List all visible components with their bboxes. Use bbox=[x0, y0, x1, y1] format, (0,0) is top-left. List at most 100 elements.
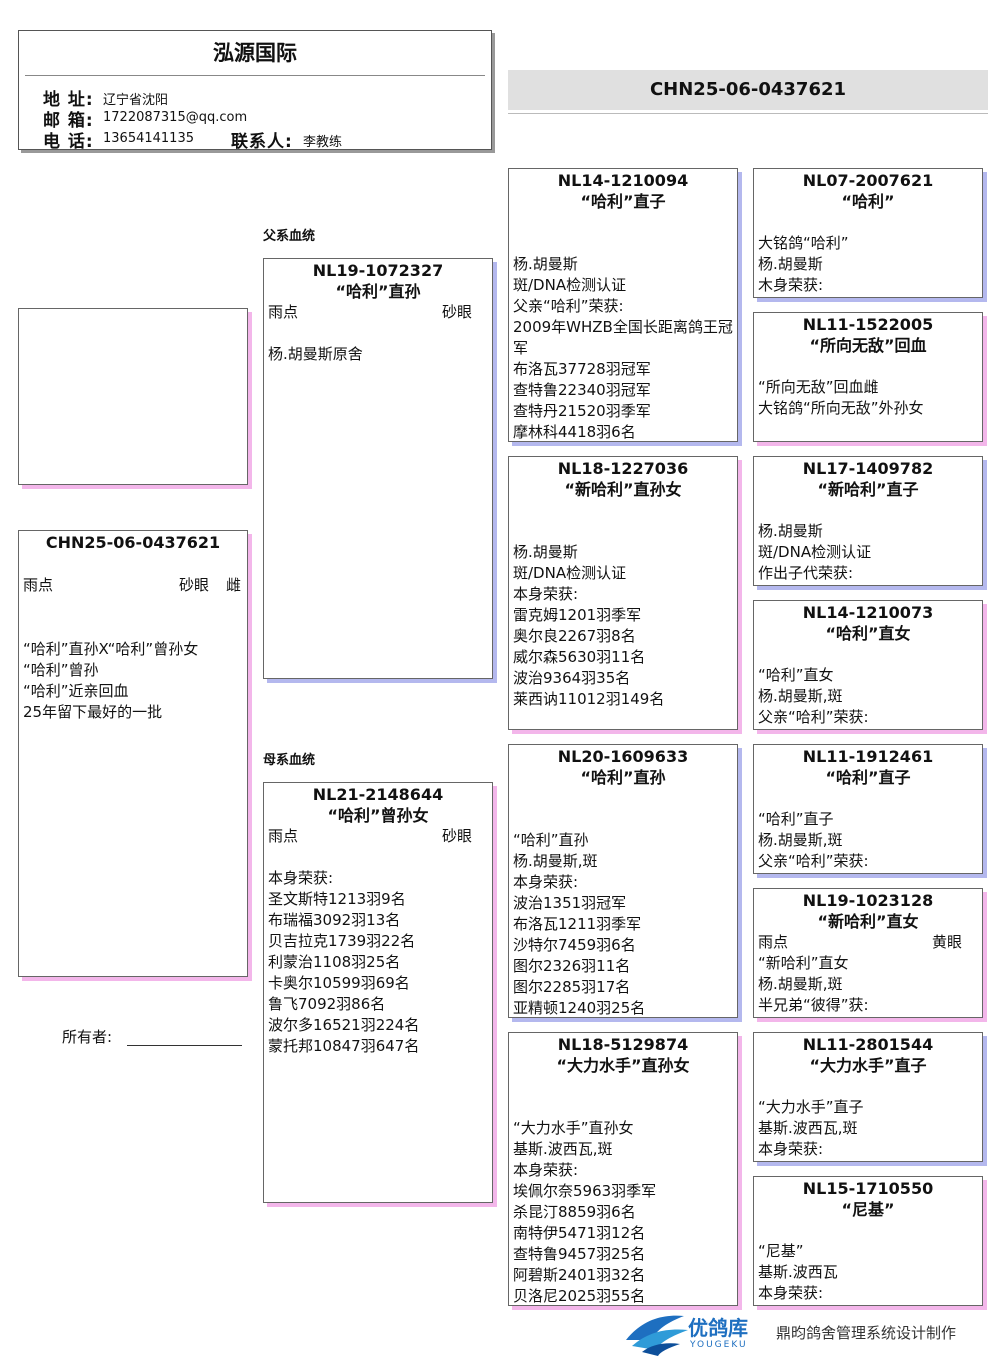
text-line bbox=[513, 788, 733, 809]
text-line: 雷克姆1201羽季军 bbox=[513, 606, 642, 624]
attributes-row: 雨点 黄眼 bbox=[758, 932, 978, 953]
ring-number: NL21-2148644 bbox=[312, 785, 444, 804]
text-line: 图尔2285羽17名 bbox=[513, 978, 631, 996]
ggp-sds-card: NL17-1409782 “新哈利”直子 杨.胡曼斯斑/DNA检测认证作出子代荣… bbox=[753, 456, 983, 586]
ggp-dss-card: NL11-1912461 “哈利”直子 “哈利”直子杨.胡曼斯,斑父亲“哈利”荣… bbox=[753, 744, 983, 874]
dam-notes: 本身荣获:圣文斯特1213羽9名布瑞福3092羽13名贝吉拉克1739羽22名利… bbox=[268, 847, 488, 1057]
eye-value: 黄眼 bbox=[932, 933, 963, 951]
text-line: 威尔森5630羽11名 bbox=[513, 648, 646, 666]
text-line: 杀昆汀8859羽6名 bbox=[513, 1203, 636, 1221]
text-line: 杨.胡曼斯 bbox=[758, 522, 823, 540]
text-line bbox=[758, 644, 978, 665]
text-line: “哈利”近亲回血 bbox=[23, 682, 129, 700]
ring-number: NL11-1522005 bbox=[802, 315, 934, 334]
text-line bbox=[758, 788, 978, 809]
text-line: 贝洛尼2025羽55名 bbox=[513, 1287, 646, 1305]
ring-number-banner: CHN25-06-0437621 bbox=[508, 70, 988, 110]
text-line bbox=[513, 500, 733, 521]
attributes-row: 雨点 砂眼 bbox=[268, 826, 488, 847]
pigeon-name: “新哈利”直子 bbox=[817, 480, 919, 499]
text-line: 父亲“哈利”荣获: bbox=[758, 708, 869, 726]
sire-dam-notes: 杨.胡曼斯斑/DNA检测认证本身荣获:雷克姆1201羽季军奥尔良2267羽8名威… bbox=[513, 500, 733, 710]
pigeon-name: “大力水手”直孙女 bbox=[556, 1056, 690, 1075]
contact-label: 联系人: bbox=[231, 132, 293, 152]
sire-sire-notes: 杨.胡曼斯斑/DNA检测认证父亲“哈利”荣获:2009年WHZB全国长距离鸽王冠… bbox=[513, 212, 733, 441]
text-line: 斑/DNA检测认证 bbox=[513, 276, 627, 294]
pigeon-wing-icon bbox=[626, 1315, 688, 1356]
sire-sire-card: NL14-1210094 “哈利”直子 杨.胡曼斯斑/DNA检测认证父亲“哈利”… bbox=[508, 168, 738, 442]
text-line: 布瑞福3092羽13名 bbox=[268, 911, 401, 929]
system-credit: 鼎昀鸽舍管理系统设计制作 bbox=[776, 1324, 957, 1342]
text-line: 阿碧斯2401羽32名 bbox=[513, 1266, 646, 1284]
pigeon-name: “新哈利”直孙女 bbox=[564, 480, 682, 499]
pigeon-name: “所向无敌”回血 bbox=[809, 336, 927, 355]
text-line bbox=[513, 1097, 733, 1118]
text-line: “所向无敌”回血雌 bbox=[758, 378, 879, 396]
sire-card: NL19-1072327 “哈利”直孙 雨点 砂眼 杨.胡曼斯原舍 bbox=[263, 258, 493, 679]
ggp-notes: “哈利”直子杨.胡曼斯,斑父亲“哈利”荣获: bbox=[758, 788, 978, 872]
text-line: 蒙托邦10847羽647名 bbox=[268, 1037, 420, 1055]
sire-line-label: 父系血统 bbox=[263, 229, 316, 244]
dam-card: NL21-2148644 “哈利”曾孙女 雨点 砂眼 本身荣获: 圣文斯特1213… bbox=[263, 782, 493, 1203]
eye-value: 砂眼 bbox=[442, 827, 473, 845]
phone-label: 电 话: bbox=[43, 132, 94, 152]
text-line bbox=[758, 1220, 978, 1241]
text-line: “哈利”直孙X“哈利”曾孙女 bbox=[23, 640, 199, 658]
ggp-notes: 大铭鸽“哈利”杨.胡曼斯木身荣获: bbox=[758, 212, 978, 296]
dam-dam-notes: “大力水手”直孙女基斯.波西瓦,斑本身荣获:埃佩尔奈5963羽季军杀昆汀8859… bbox=[513, 1076, 733, 1305]
text-line: 本身荣获: bbox=[513, 873, 579, 891]
text-line: 埃佩尔奈5963羽季军 bbox=[513, 1182, 657, 1200]
color-value: 雨点 bbox=[268, 827, 299, 845]
dam-sire-notes: “哈利”直孙杨.胡曼斯,斑本身荣获:波治1351羽冠军布洛瓦1211羽季军沙特尔… bbox=[513, 788, 733, 1017]
text-line: 波治9364羽35名 bbox=[513, 669, 631, 687]
text-line bbox=[758, 500, 978, 521]
text-line bbox=[513, 1076, 733, 1097]
text-line: “哈利”曾孙 bbox=[23, 661, 99, 679]
text-line bbox=[758, 1076, 978, 1097]
owner-signature-line[interactable] bbox=[127, 1045, 242, 1046]
ring-number: NL14-1210094 bbox=[557, 171, 689, 190]
text-line: 父亲“哈利”荣获: bbox=[758, 852, 869, 870]
text-line: 布洛瓦37728羽冠军 bbox=[513, 360, 651, 378]
text-line: 本身荣获: bbox=[758, 1284, 824, 1302]
ggp-notes: “大力水手”直子基斯.波西瓦,斑本身荣获: bbox=[758, 1076, 978, 1160]
text-line: 南特伊5471羽12名 bbox=[513, 1224, 646, 1242]
banner-underline bbox=[508, 113, 988, 114]
text-line bbox=[513, 212, 733, 233]
ring-number: CHN25-06-0437621 bbox=[45, 533, 221, 552]
pigeon-name: “新哈利”直女 bbox=[817, 912, 919, 931]
text-line bbox=[268, 847, 488, 868]
text-line: 斑/DNA检测认证 bbox=[513, 564, 627, 582]
text-line: 本身荣获: bbox=[268, 869, 334, 887]
text-line: 亚精顿1240羽25名 bbox=[513, 999, 646, 1017]
ring-number: NL18-5129874 bbox=[557, 1035, 689, 1054]
text-line: 木身荣获: bbox=[758, 276, 824, 294]
dam-line-label: 母系血统 bbox=[263, 753, 316, 768]
address-value: 辽宁省沈阳 bbox=[103, 93, 169, 108]
ring-number: NL11-1912461 bbox=[802, 747, 934, 766]
pigeon-name: “哈利”直子 bbox=[825, 768, 911, 787]
text-line: 杨.胡曼斯原舍 bbox=[268, 345, 363, 363]
text-line: 基斯.波西瓦 bbox=[758, 1263, 838, 1281]
eye-value: 砂眼 bbox=[442, 303, 473, 321]
address-label: 地 址: bbox=[43, 90, 94, 110]
ggp-sdd-card: NL14-1210073 “哈利”直女 “哈利”直女杨.胡曼斯,斑父亲“哈利”荣… bbox=[753, 600, 983, 730]
text-line: “大力水手”直孙女 bbox=[513, 1119, 634, 1137]
text-line: 查特鲁9457羽25名 bbox=[513, 1245, 646, 1263]
text-line: 奥尔良2267羽8名 bbox=[513, 627, 636, 645]
text-line: 摩林科4418羽6名 bbox=[513, 423, 636, 441]
breeder-name: 泓源国际 bbox=[213, 41, 297, 65]
text-line: 半兄弟“彼得”获: bbox=[758, 996, 869, 1014]
pigeon-name: “哈利”曾孙女 bbox=[327, 806, 429, 825]
yougeku-logo: 优鸽库 YOUGEKU bbox=[622, 1310, 752, 1356]
pigeon-name: “尼基” bbox=[841, 1200, 895, 1219]
dam-dam-card: NL18-5129874 “大力水手”直孙女 “大力水手”直孙女基斯.波西瓦,斑… bbox=[508, 1032, 738, 1306]
text-line: 利蒙治1108羽25名 bbox=[268, 953, 401, 971]
sex-value: 雌 bbox=[226, 576, 242, 594]
text-line: 波治1351羽冠军 bbox=[513, 894, 627, 912]
text-line: 本身荣获: bbox=[513, 585, 579, 603]
text-line: “哈利”直女 bbox=[758, 666, 834, 684]
text-line: 圣文斯特1213羽9名 bbox=[268, 890, 406, 908]
subject-pigeon-card: CHN25-06-0437621 雨点 砂眼 雌 “哈利”直孙X“哈利”曾孙女“… bbox=[18, 530, 248, 977]
